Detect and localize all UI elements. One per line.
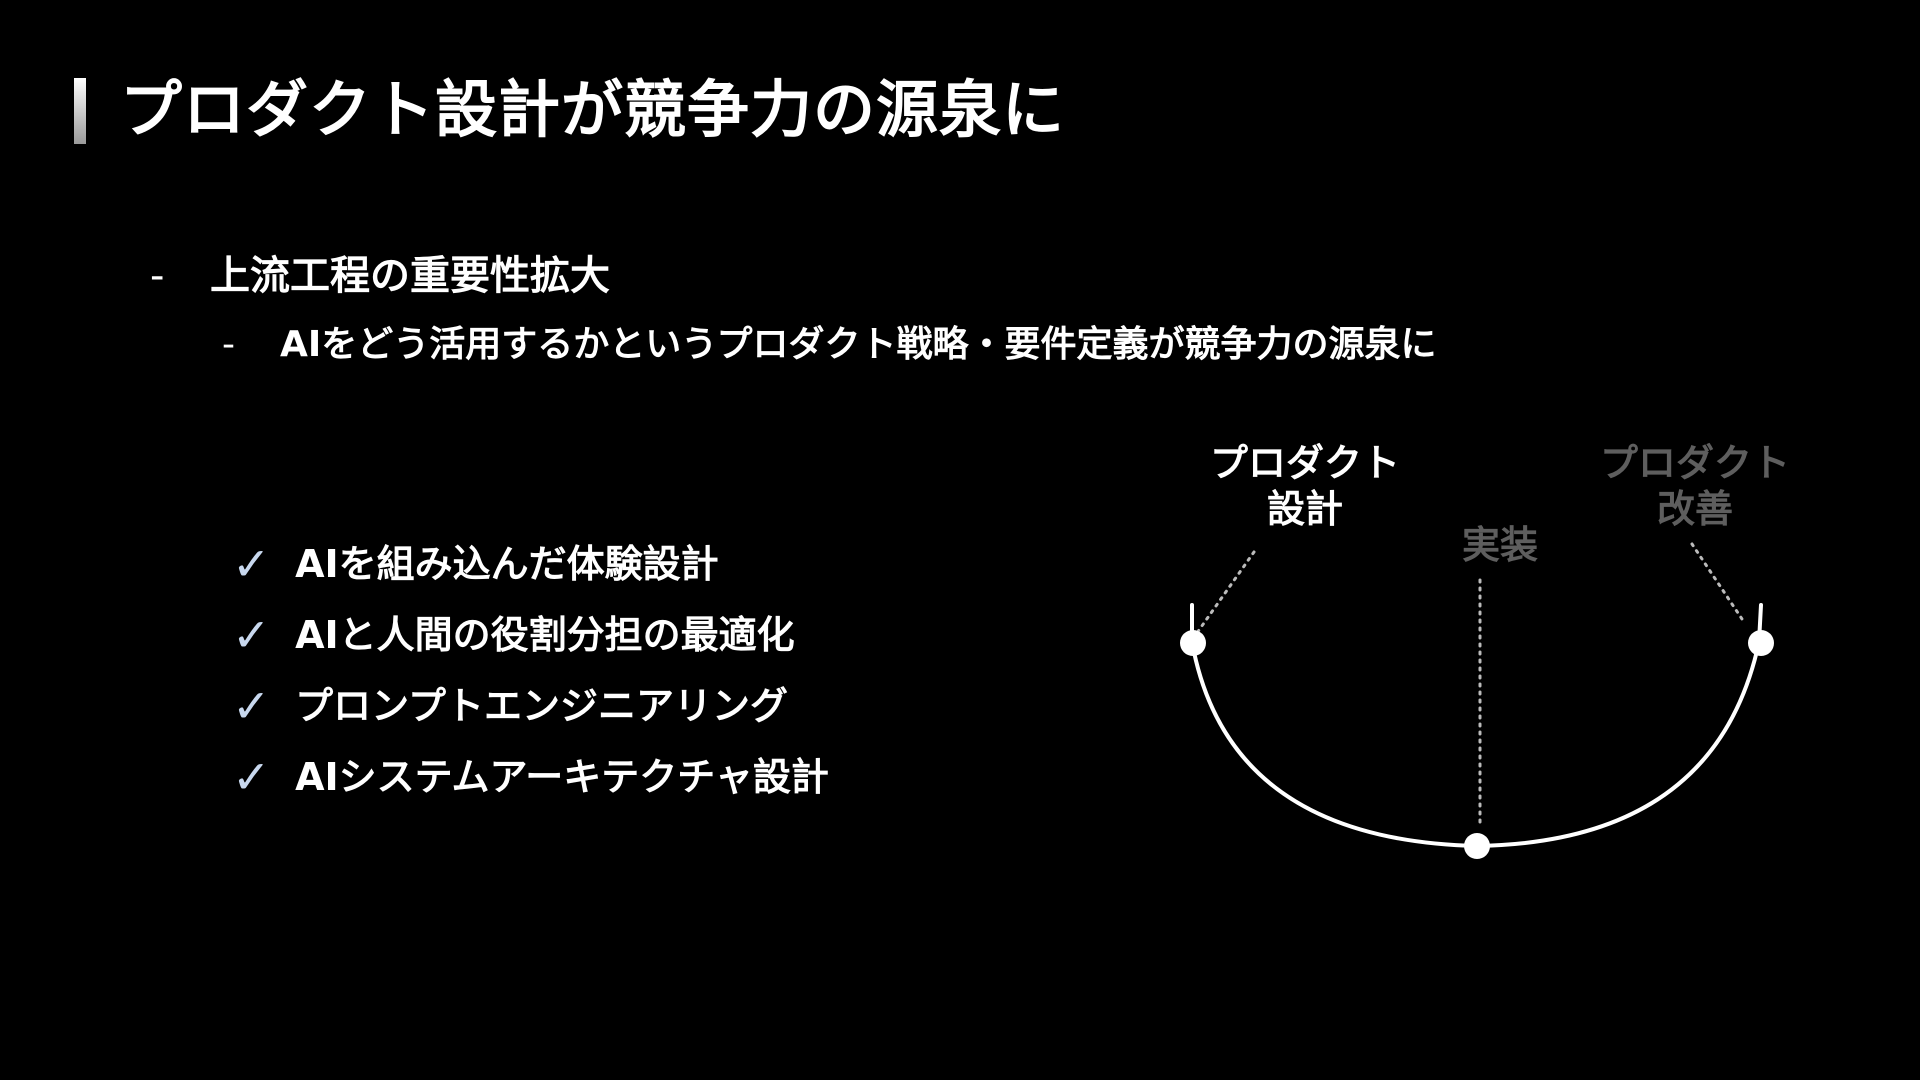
check-label: AIシステムアーキテクチャ設計 xyxy=(295,755,829,799)
stage-label-design: プロダクト 設計 xyxy=(1190,440,1420,532)
bullet-level1-text: 上流工程の重要性拡大 xyxy=(210,253,610,299)
check-icon: ✓ xyxy=(232,608,271,662)
stage-label-line: プロダクト xyxy=(1209,441,1400,485)
stage-node-design xyxy=(1180,630,1206,656)
bullet-dash: - xyxy=(150,253,165,299)
check-icon: ✓ xyxy=(232,750,271,804)
stage-label-line: 改善 xyxy=(1656,487,1733,531)
smile-curve-diagram: プロダクト 設計 実装 プロダクト 改善 xyxy=(1150,420,1800,880)
bullet-level2-text: AIをどう活用するかというプロダクト戦略・要件定義が競争力の源泉に xyxy=(280,324,1437,365)
stage-node-improvement xyxy=(1748,630,1774,656)
check-icon: ✓ xyxy=(232,537,271,591)
stage-label-improvement: プロダクト 改善 xyxy=(1580,440,1810,532)
smile-curve-svg xyxy=(1180,542,1774,859)
stage-label-line: 設計 xyxy=(1266,487,1343,531)
check-label: AIを組み込んだ体験設計 xyxy=(295,542,719,586)
check-label: AIと人間の役割分担の最適化 xyxy=(295,613,795,657)
title-accent-bar xyxy=(74,78,86,144)
list-item: ✓ プロンプトエンジニアリング xyxy=(232,674,829,745)
check-label: プロンプトエンジニアリング xyxy=(295,684,788,728)
stage-label-line: 実装 xyxy=(1461,523,1538,567)
bullet-level1: - 上流工程の重要性拡大 xyxy=(150,250,850,302)
smile-curve xyxy=(1190,603,1763,848)
stage-label-line: プロダクト xyxy=(1599,441,1790,485)
leader-line-improvement xyxy=(1690,542,1746,624)
page-title: プロダクト設計が競争力の源泉に xyxy=(120,73,1066,146)
list-item: ✓ AIを組み込んだ体験設計 xyxy=(232,532,829,603)
check-icon: ✓ xyxy=(232,679,271,733)
bullet-level2: - AIをどう活用するかというプロダクト戦略・要件定義が競争力の源泉に xyxy=(222,322,1602,368)
list-item: ✓ AIシステムアーキテクチャ設計 xyxy=(232,745,829,816)
stage-label-implementation: 実装 xyxy=(1410,522,1590,568)
stage-node-implementation xyxy=(1464,833,1490,859)
checklist: ✓ AIを組み込んだ体験設計 ✓ AIと人間の役割分担の最適化 ✓ プロンプトエ… xyxy=(232,532,829,816)
list-item: ✓ AIと人間の役割分担の最適化 xyxy=(232,603,829,674)
bullet-dash: - xyxy=(222,324,235,365)
leader-line-design xyxy=(1190,550,1256,642)
